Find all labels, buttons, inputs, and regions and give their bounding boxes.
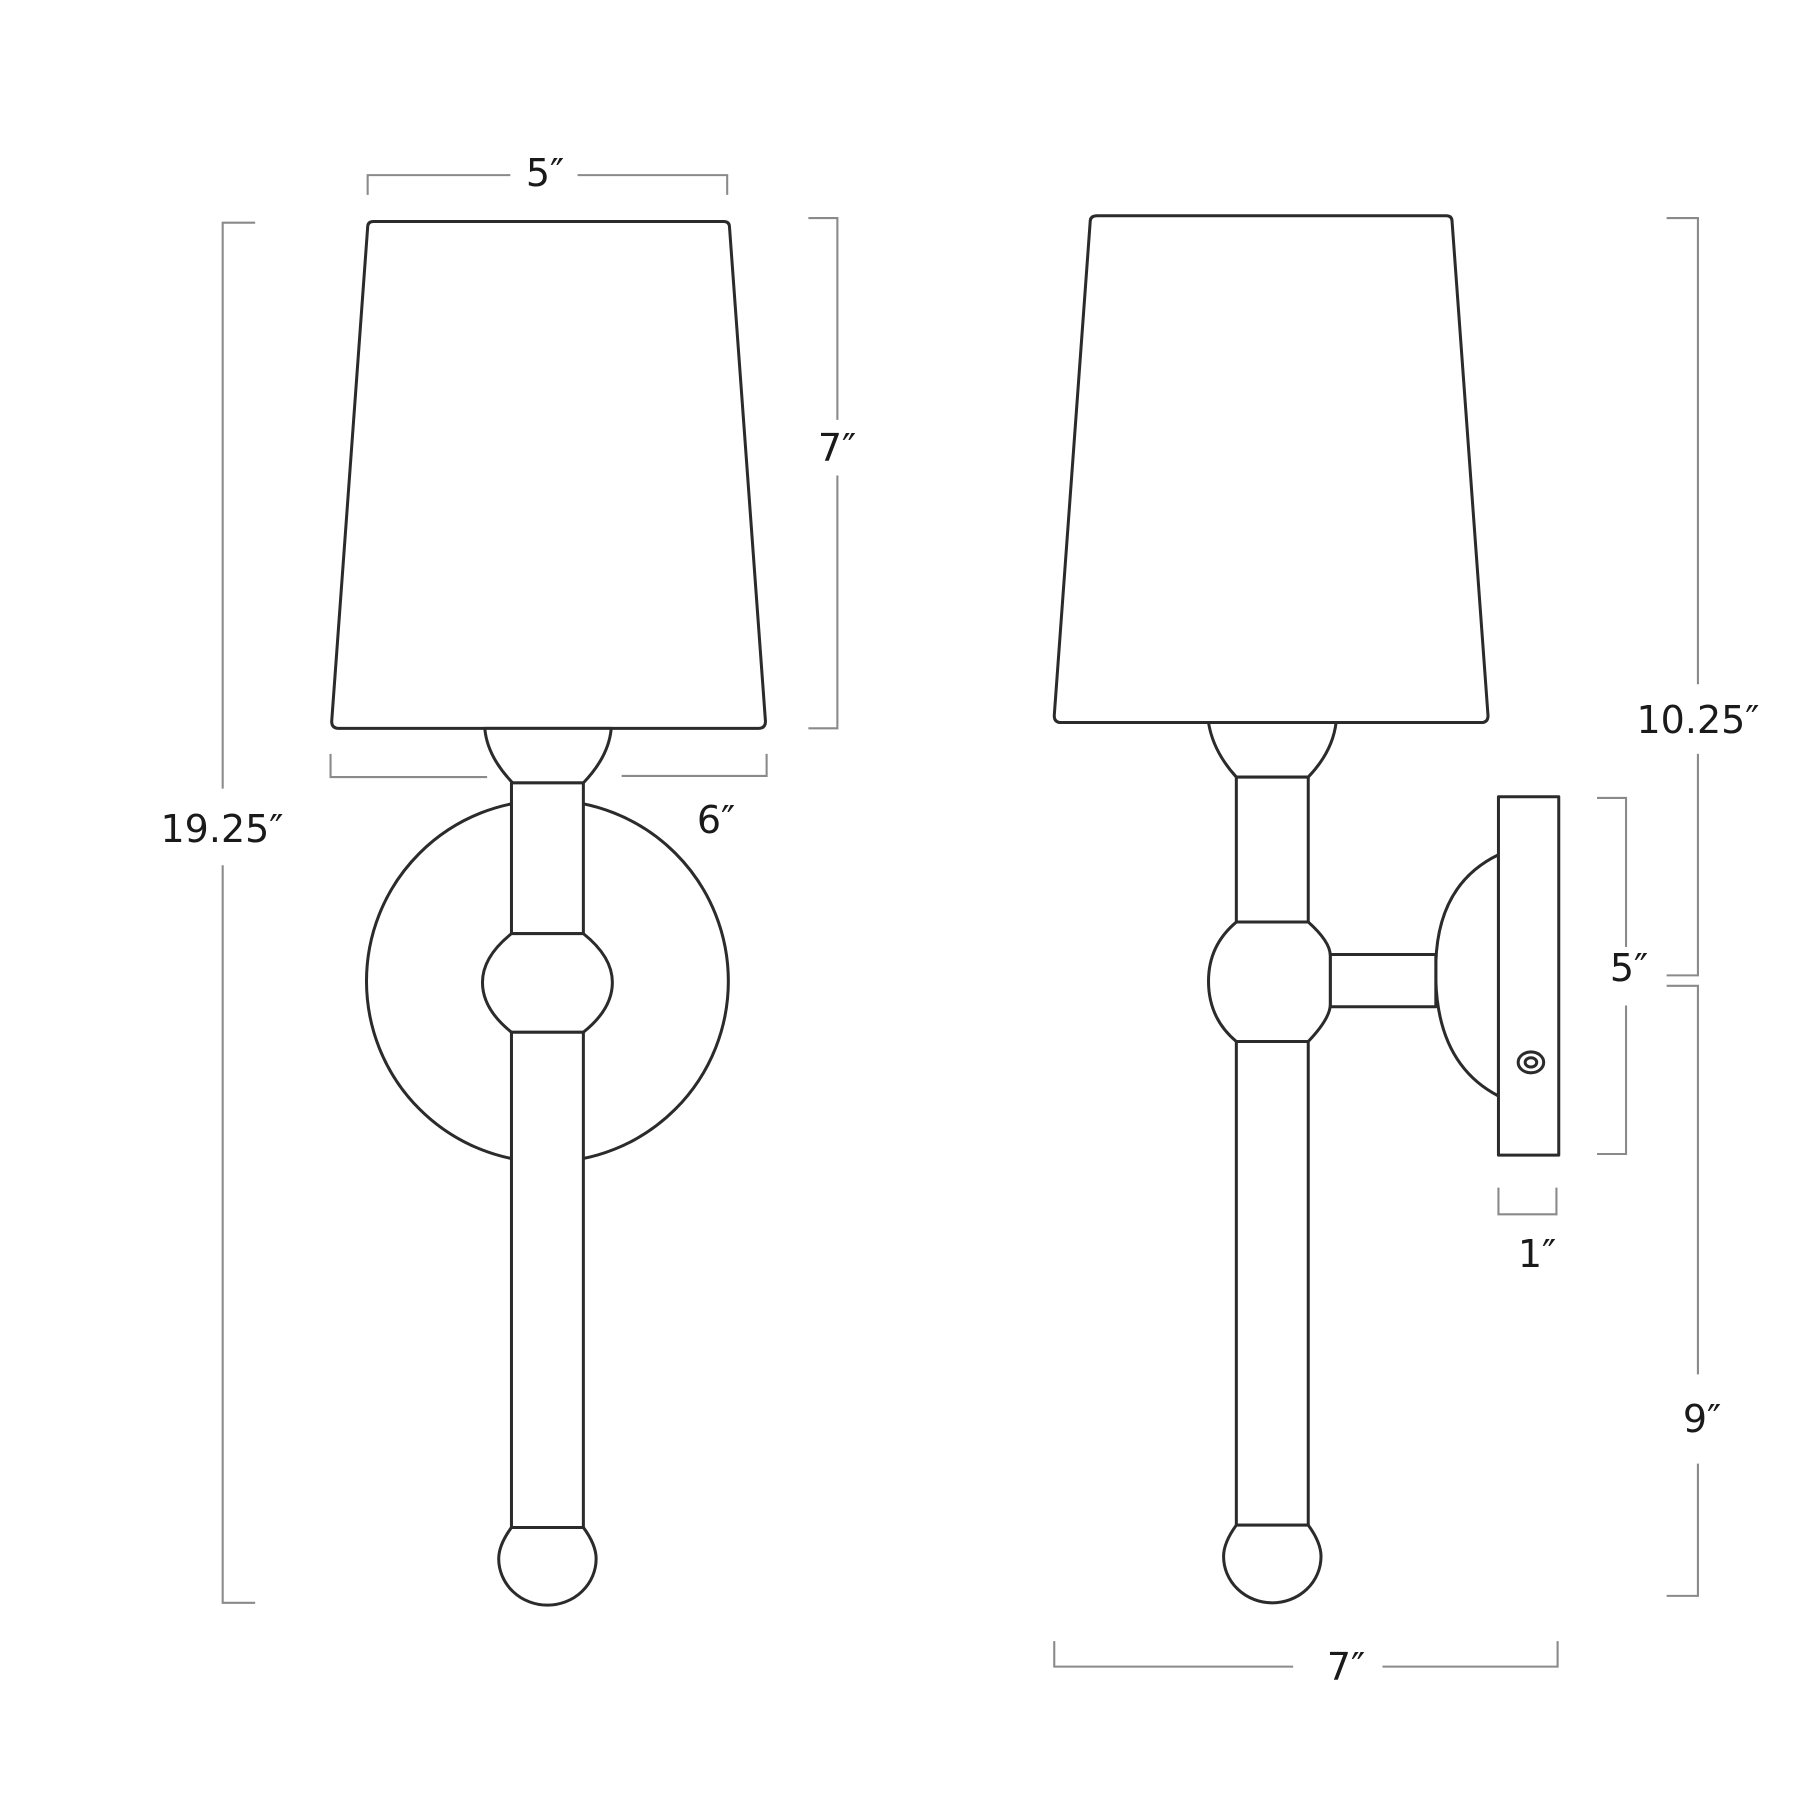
side-arm bbox=[1328, 953, 1438, 1009]
dim-side-backplate-depth bbox=[1497, 1187, 1558, 1216]
dim-side-backplate-height bbox=[1597, 796, 1628, 1156]
front-socket-cup bbox=[483, 726, 613, 785]
dim-side-overall-extension bbox=[1053, 1641, 1559, 1668]
front-upper-stem bbox=[509, 781, 585, 936]
side-ball-joint bbox=[1206, 920, 1332, 1044]
side-upper-stem bbox=[1234, 775, 1310, 924]
label-side-top-height: 10.25″ bbox=[1632, 699, 1764, 741]
front-lower-stem bbox=[509, 1030, 585, 1529]
side-lower-stem bbox=[1234, 1039, 1310, 1527]
label-side-overall-extension: 7″ bbox=[1322, 1646, 1370, 1688]
side-socket-cup bbox=[1206, 721, 1338, 779]
front-view bbox=[221, 174, 839, 1607]
front-ball-joint bbox=[480, 932, 614, 1034]
label-side-backplate-depth: 1″ bbox=[1513, 1233, 1561, 1275]
label-front-shade-height: 7″ bbox=[813, 427, 861, 469]
front-shade bbox=[330, 220, 767, 730]
dim-front-shade-height bbox=[808, 216, 839, 730]
dim-front-overall-height bbox=[221, 221, 256, 1604]
screw-icon bbox=[1516, 1050, 1546, 1075]
side-finial bbox=[1222, 1523, 1323, 1605]
side-shade bbox=[1052, 214, 1490, 725]
dim-side-top-height bbox=[1666, 216, 1699, 977]
label-front-overall-height: 19.25″ bbox=[156, 808, 288, 850]
label-front-top-width: 5″ bbox=[521, 152, 569, 194]
side-backplate-dome bbox=[1434, 853, 1500, 1098]
label-front-bottom-width: 6″ bbox=[692, 799, 740, 841]
dim-front-top-width bbox=[366, 174, 729, 195]
label-side-backplate-height: 5″ bbox=[1605, 947, 1653, 989]
dim-front-bottom-width bbox=[329, 753, 768, 779]
side-backplate bbox=[1496, 795, 1561, 1157]
side-view bbox=[1052, 214, 1699, 1668]
label-side-bottom-height: 9″ bbox=[1678, 1398, 1726, 1440]
front-finial bbox=[497, 1525, 598, 1607]
dim-side-bottom-height bbox=[1666, 984, 1699, 1597]
